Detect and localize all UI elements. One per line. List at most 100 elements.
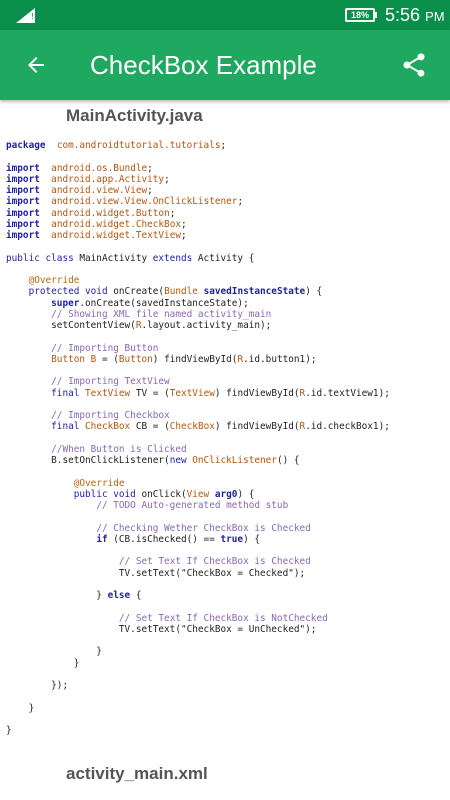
- code-line: });: [6, 680, 446, 691]
- code-token: if: [96, 533, 114, 545]
- code-token: }: [6, 725, 12, 736]
- code-line: super.onCreate(savedInstanceState);: [6, 298, 446, 309]
- code-token: import: [6, 230, 40, 241]
- code-token: [40, 185, 51, 196]
- code-token: import: [6, 185, 40, 196]
- code-token: [6, 354, 51, 365]
- code-line: // Showing XML file named activity_main: [6, 309, 446, 320]
- code-line: final CheckBox CB = (CheckBox) findViewB…: [6, 421, 446, 432]
- code-token: TV.setText("CheckBox = UnChecked");: [6, 623, 317, 635]
- code-line: [6, 264, 446, 275]
- code-line: // Importing TextView: [6, 376, 446, 387]
- code-token: R: [299, 387, 306, 399]
- code-token: });: [6, 680, 69, 691]
- code-token: import: [6, 196, 40, 208]
- code-token: ;: [164, 173, 170, 185]
- code-token: [40, 163, 51, 174]
- code-token: package: [6, 140, 46, 151]
- code-token: public void: [73, 488, 142, 500]
- code-token: arg0: [214, 488, 238, 500]
- code-token: ) {: [243, 533, 261, 545]
- code-line: import android.widget.Button;: [6, 208, 446, 219]
- clock-time: 5:56: [385, 5, 421, 25]
- code-token: (CB.isChecked() ==: [113, 533, 221, 545]
- code-token: final: [51, 421, 86, 433]
- code-token: [6, 523, 96, 534]
- code-token: OnClickListener: [192, 455, 277, 466]
- code-line: // Set Text If CheckBox is Checked: [6, 556, 446, 567]
- code-token: true: [220, 533, 244, 545]
- code-token: TextView: [169, 387, 215, 399]
- code-token: MainActivity: [79, 252, 153, 264]
- battery-level: 18%: [350, 10, 369, 20]
- code-token: TV = (: [135, 387, 170, 399]
- code-line: [6, 399, 446, 410]
- code-line: // Importing Button: [6, 343, 446, 354]
- code-line: B.setOnClickListener(new OnClickListener…: [6, 455, 446, 466]
- code-token: final: [51, 387, 86, 399]
- signal-data-mark: !: [31, 12, 35, 21]
- code-token: ;: [220, 140, 227, 151]
- share-button[interactable]: [394, 45, 434, 85]
- code-token: CheckBox: [169, 421, 215, 433]
- code-token: [6, 388, 51, 399]
- code-token: [6, 421, 51, 432]
- code-token: android.view.View.OnClickListener: [51, 196, 238, 208]
- code-token: savedInstanceState: [203, 286, 306, 298]
- code-line: }: [6, 658, 446, 669]
- code-token: onClick(: [141, 488, 187, 500]
- code-token: [40, 174, 51, 185]
- code-line: [6, 714, 446, 725]
- code-token: Button B: [51, 353, 102, 365]
- code-token: ;: [169, 207, 176, 219]
- code-token: ) {: [237, 488, 255, 500]
- code-line: protected void onCreate(Bundle savedInst…: [6, 286, 446, 297]
- code-token: [6, 534, 96, 545]
- code-token: protected void: [28, 286, 114, 298]
- code-token: // Checking Wether CheckBox is Checked: [96, 522, 311, 534]
- clock-ampm: PM: [425, 9, 445, 24]
- code-token: CheckBox: [85, 421, 136, 433]
- code-line: import android.os.Bundle;: [6, 163, 446, 174]
- code-line: } else {: [6, 590, 446, 601]
- code-line: // Importing Checkbox: [6, 410, 446, 421]
- code-token: .id.textView1);: [305, 387, 390, 399]
- code-token: super: [51, 297, 80, 309]
- code-token: android.widget.Button: [51, 207, 170, 219]
- code-token: android.os.Bundle: [51, 162, 148, 174]
- code-block: package com.androidtutorial.tutorials; i…: [6, 140, 446, 736]
- code-line: package com.androidtutorial.tutorials;: [6, 140, 446, 151]
- code-token: android.view.View: [51, 185, 148, 196]
- code-line: @Override: [6, 478, 446, 489]
- code-line: import android.app.Activity;: [6, 174, 446, 185]
- code-line: import android.widget.TextView;: [6, 230, 446, 241]
- code-line: final TextView TV = (TextView) findViewB…: [6, 388, 446, 399]
- code-token: [40, 230, 51, 241]
- code-token: [6, 410, 51, 421]
- code-token: .layout.activity_main);: [141, 320, 272, 331]
- code-line: }: [6, 646, 446, 657]
- code-line: [6, 151, 446, 162]
- code-token: .id.checkBox1);: [305, 421, 390, 433]
- code-line: [6, 433, 446, 444]
- code-token: R: [237, 353, 244, 365]
- back-button[interactable]: [16, 45, 56, 85]
- code-token: //When Button is Clicked: [51, 443, 187, 455]
- code-line: //When Button is Clicked: [6, 444, 446, 455]
- code-token: }: [6, 590, 108, 601]
- code-token: R: [135, 320, 142, 331]
- code-line: import android.view.View.OnClickListener…: [6, 196, 446, 207]
- page-title: CheckBox Example: [90, 50, 317, 80]
- content-scroll-area[interactable]: MainActivity.java package com.androidtut…: [0, 100, 450, 800]
- status-bar: ! 18% 5:56 PM: [0, 0, 450, 30]
- code-line: public class MainActivity extends Activi…: [6, 253, 446, 264]
- code-token: // TODO Auto-generated method stub: [96, 500, 289, 511]
- code-token: else: [107, 590, 136, 601]
- battery-tip: [375, 12, 377, 18]
- code-line: TV.setText("CheckBox = Checked");: [6, 568, 446, 579]
- code-line: if (CB.isChecked() == true) {: [6, 534, 446, 545]
- code-token: TV.setText("CheckBox = Checked");: [6, 567, 306, 579]
- code-line: [6, 241, 446, 252]
- code-line: // Checking Wether CheckBox is Checked: [6, 523, 446, 534]
- code-line: Button B = (Button) findViewById(R.id.bu…: [6, 354, 446, 365]
